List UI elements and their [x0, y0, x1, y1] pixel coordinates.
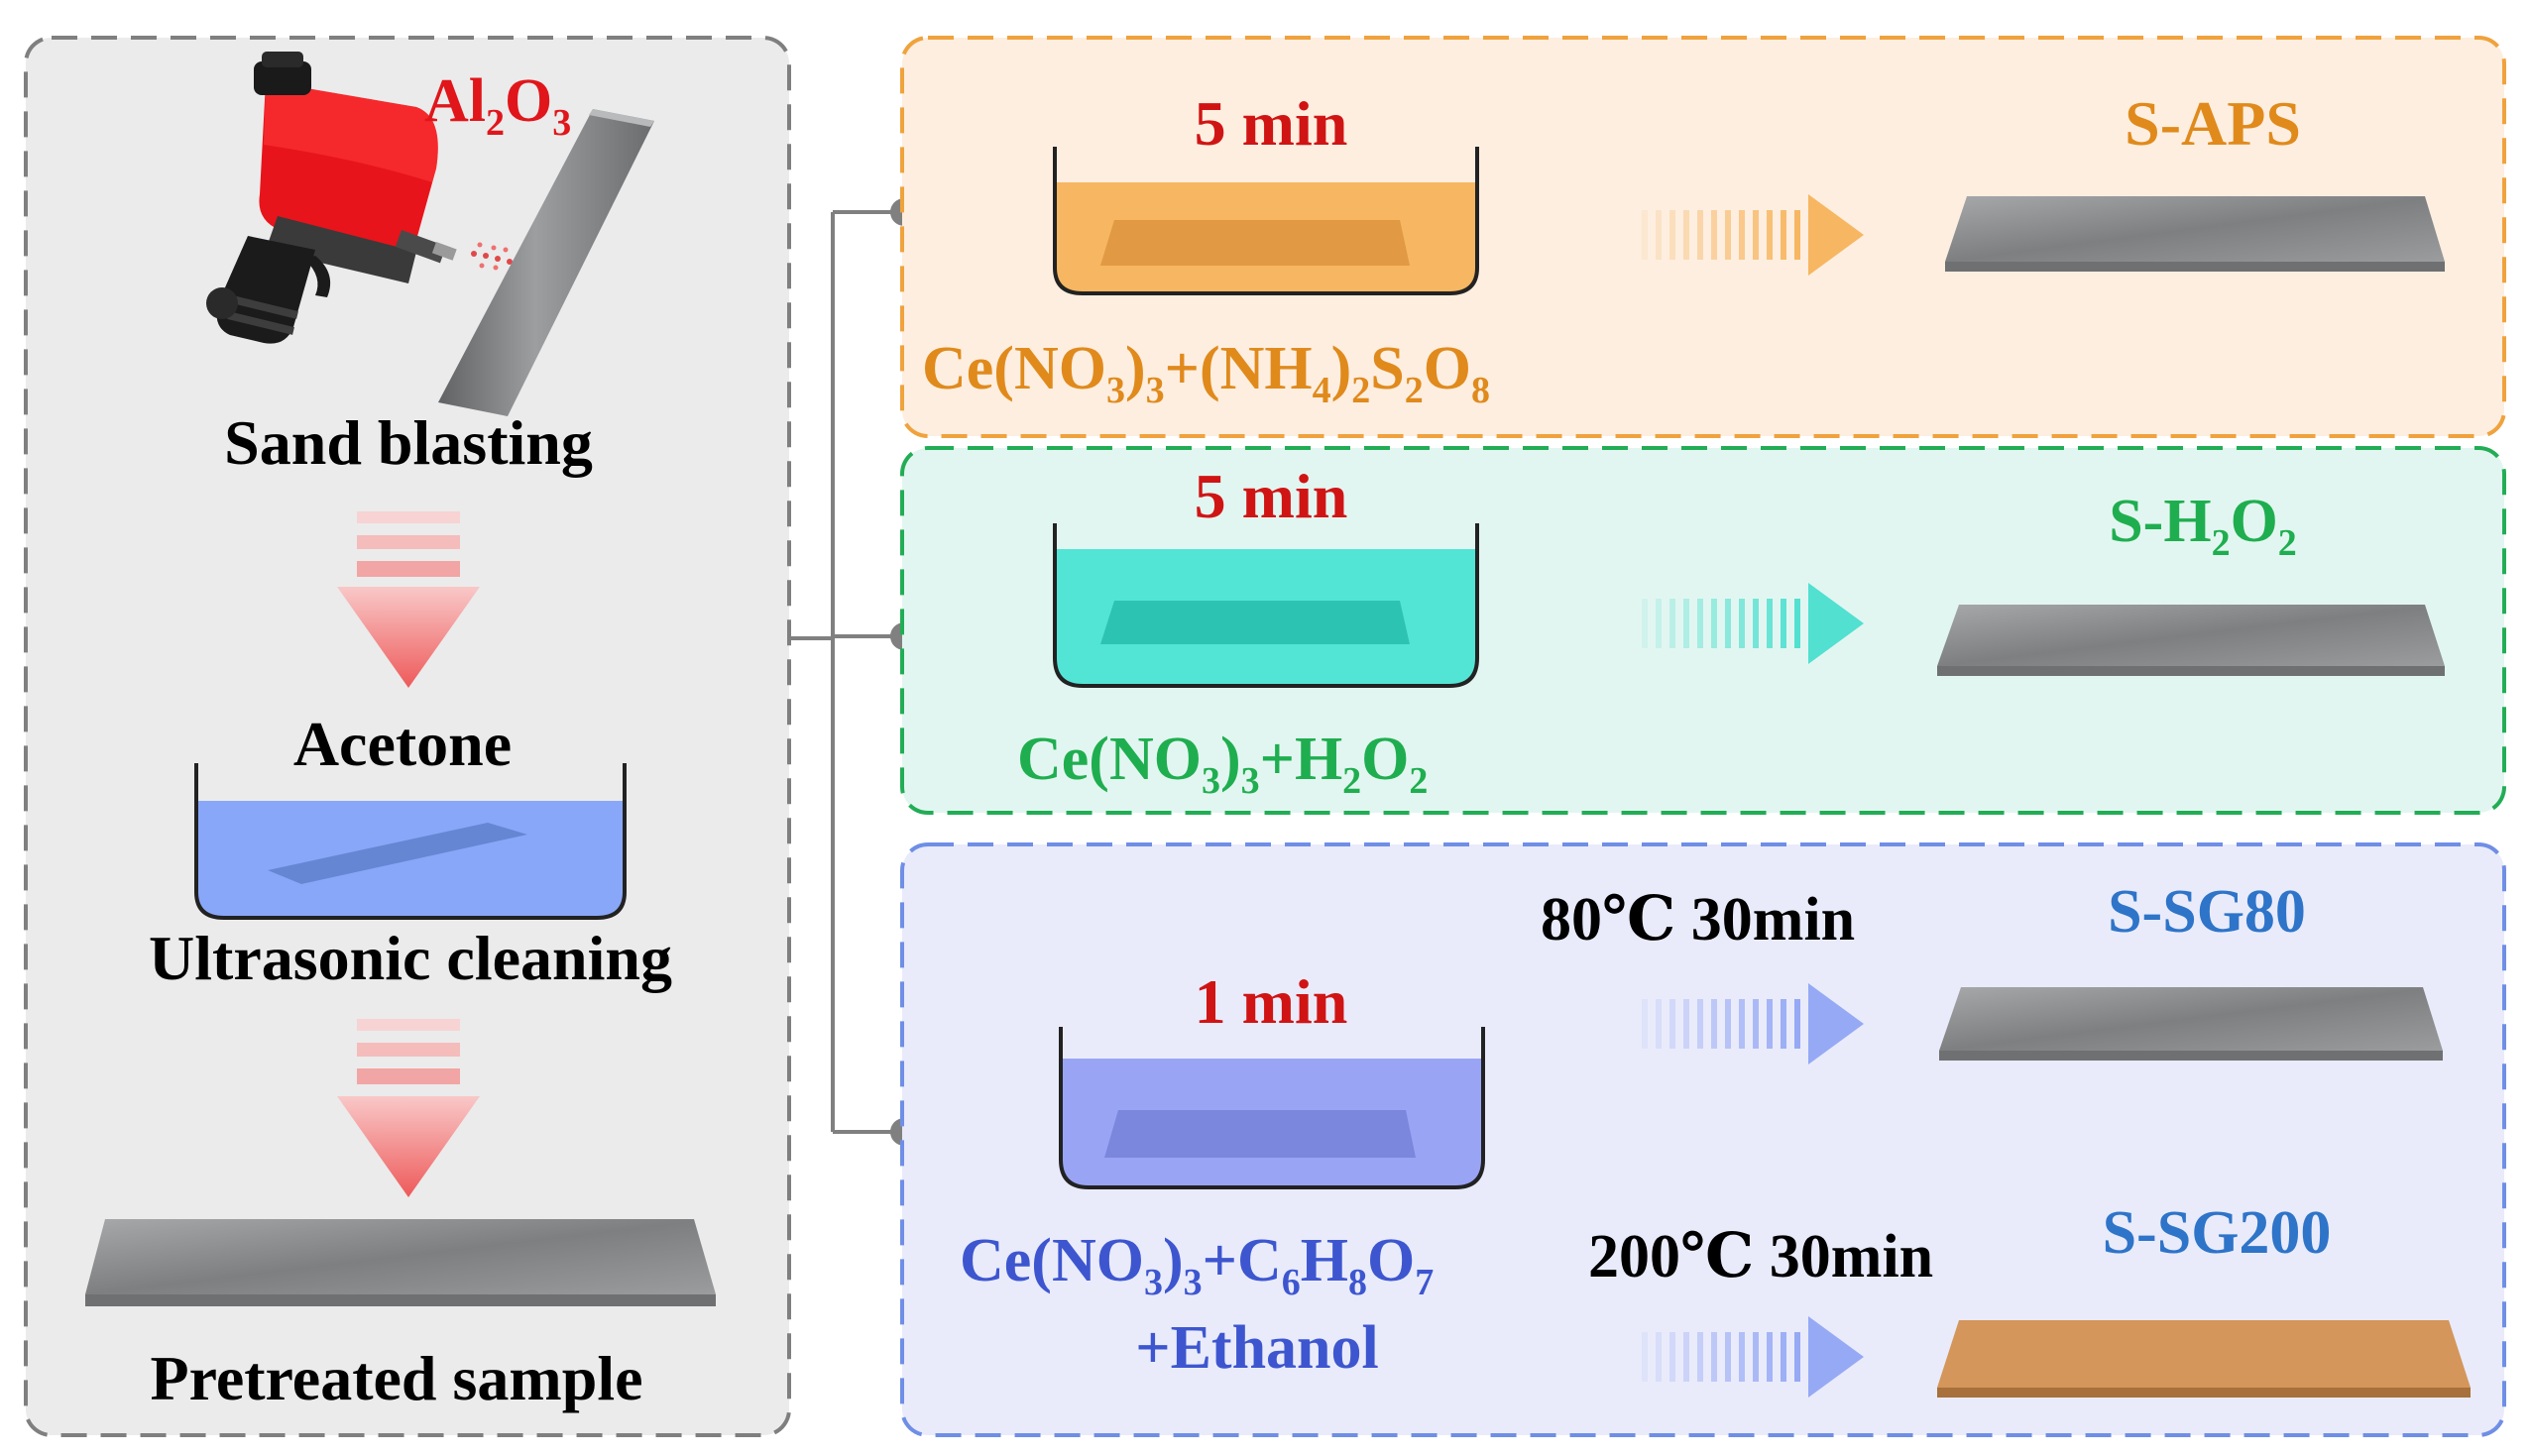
- formula-subscript: 2: [1342, 760, 1361, 802]
- formula-text: O: [2231, 488, 2278, 555]
- formula-subscript: 3: [1202, 760, 1220, 802]
- aps-formula: Ce(NO3)3+(NH4)2S2O8: [922, 335, 1490, 411]
- formula-text: S: [1370, 335, 1404, 402]
- h2o2-product-label: S-H2O2: [2109, 488, 2297, 564]
- down-arrow-icon: [337, 1019, 480, 1197]
- pretreated-sample-label: Pretreated sample: [150, 1343, 642, 1413]
- formula-subscript: 4: [1313, 370, 1331, 411]
- formula-subscript: 2: [1405, 370, 1424, 411]
- formula-subscript: 6: [1282, 1262, 1301, 1303]
- formula-text: +H: [1260, 726, 1343, 793]
- pretreated-sample-plate-icon: [85, 1219, 716, 1306]
- h2o2-product-plate-icon: [1937, 605, 2445, 676]
- h2o2-formula: Ce(NO3)3+H2O2: [1017, 726, 1428, 802]
- formula-text: S-H: [2109, 488, 2211, 555]
- formula-subscript: 8: [1471, 370, 1490, 411]
- branch-connector: [789, 210, 904, 1134]
- h2o2-time-label: 5 min: [1195, 461, 1348, 531]
- formula-subscript: 7: [1415, 1262, 1434, 1303]
- h2o2-beaker-icon: [1053, 523, 1479, 688]
- sg-formula-line1: Ce(NO3)3+C6H8O7: [960, 1227, 1434, 1303]
- formula-subscript: 2: [1409, 760, 1428, 802]
- formula-subscript: 8: [1348, 1262, 1367, 1303]
- aps-panel: [900, 36, 2506, 438]
- sg80-product-plate-icon: [1939, 987, 2443, 1061]
- aps-beaker-icon: [1053, 147, 1479, 295]
- sg-time-label: 1 min: [1195, 966, 1348, 1037]
- sg-beaker-icon: [1059, 1027, 1485, 1189]
- ultrasonic-cleaning-label: Ultrasonic cleaning: [149, 923, 672, 993]
- formula-text: ): [1163, 1227, 1184, 1294]
- formula-text: ): [1125, 335, 1146, 402]
- aps-time-label: 5 min: [1195, 88, 1348, 159]
- formula-subscript: 3: [1184, 1262, 1203, 1303]
- sg80-product-label: S-SG80: [2108, 878, 2306, 946]
- formula-text: O: [1367, 1227, 1415, 1294]
- formula-text: Ce(NO: [960, 1227, 1144, 1294]
- sg-condition-80-label: 80℃ 30min: [1541, 886, 1855, 953]
- formula-text: O: [1361, 726, 1409, 793]
- sand-blasting-label: Sand blasting: [224, 407, 593, 478]
- formula-text: Ce(NO: [922, 335, 1106, 402]
- formula-text: ): [1220, 726, 1241, 793]
- aps-product-plate-icon: [1945, 196, 2445, 272]
- sg200-arrow-icon: [1642, 1316, 1864, 1398]
- formula-text: Ce(NO: [1017, 726, 1202, 793]
- formula-text: +C: [1203, 1227, 1282, 1294]
- steel-plate-icon: [438, 109, 654, 416]
- formula-text: ): [1331, 335, 1352, 402]
- formula-text: H: [1301, 1227, 1348, 1294]
- formula-subscript: 2: [2278, 522, 2297, 564]
- sg80-arrow-icon: [1642, 983, 1864, 1064]
- sg-formula-line2: +Ethanol: [1135, 1314, 1379, 1382]
- h2o2-arrow-icon: [1642, 583, 1864, 664]
- down-arrow-icon: [337, 511, 480, 688]
- acetone-label: Acetone: [293, 709, 512, 779]
- h2o2-panel: [900, 446, 2506, 815]
- pretreatment-panel: [24, 36, 791, 1437]
- sg200-product-plate-icon: [1937, 1320, 2471, 1398]
- formula-subscript: 3: [1241, 760, 1260, 802]
- sand-blasting-gun-icon: [206, 52, 513, 344]
- formula-text: O: [1424, 335, 1471, 402]
- formula-text: +(NH: [1165, 335, 1313, 402]
- beaker-icon: [194, 763, 627, 920]
- formula-subscript: 3: [1144, 1262, 1163, 1303]
- formula-subscript: 2: [2212, 522, 2231, 564]
- al2o3-label: Al2O3: [424, 67, 571, 144]
- formula-subscript: 3: [1106, 370, 1125, 411]
- formula-subscript: 3: [1146, 370, 1165, 411]
- sg200-product-label: S-SG200: [2103, 1199, 2332, 1267]
- sg-condition-200-label: 200℃ 30min: [1588, 1223, 1933, 1290]
- formula-subscript: 2: [1351, 370, 1370, 411]
- aps-arrow-icon: [1642, 194, 1864, 276]
- aps-product-label: S-APS: [2125, 88, 2301, 159]
